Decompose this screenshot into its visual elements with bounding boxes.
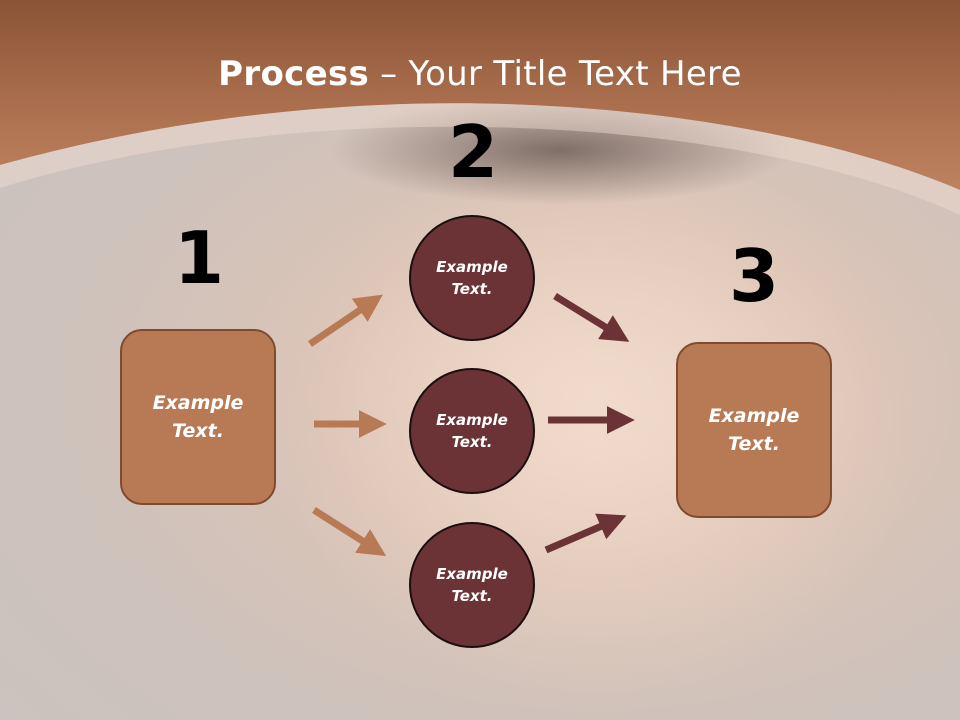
step-3-label: Example Text.	[708, 404, 800, 456]
title-rest: – Your Title Text Here	[369, 54, 742, 94]
slide-title: Process – Your Title Text Here	[0, 54, 960, 94]
step-3-number: 3	[728, 234, 780, 318]
header-band	[0, 0, 960, 190]
arrow-1-to-2-top	[308, 294, 383, 347]
step-2-circle-bottom: Example Text.	[409, 522, 535, 648]
step-2-circle-middle: Example Text.	[409, 368, 535, 494]
arrow-2-bottom-to-3	[544, 513, 627, 554]
arrow-2-top-to-3	[553, 293, 630, 342]
eye-shadow	[330, 95, 790, 205]
step-2-label-middle: Example Text.	[436, 410, 508, 452]
title-bold: Process	[218, 54, 370, 94]
step-2-label-bottom: Example Text.	[436, 564, 508, 606]
step-1-number: 1	[173, 216, 225, 300]
step-1-label: Example Text.	[152, 391, 244, 443]
arrow-1-to-2-bottom	[312, 507, 387, 557]
header-swoosh	[0, 103, 960, 215]
step-1-box: Example Text.	[120, 329, 276, 505]
step-2-circle-top: Example Text.	[409, 215, 535, 341]
step-2-number: 2	[447, 110, 499, 194]
step-2-label-top: Example Text.	[436, 257, 508, 299]
step-3-box: Example Text.	[676, 342, 832, 518]
